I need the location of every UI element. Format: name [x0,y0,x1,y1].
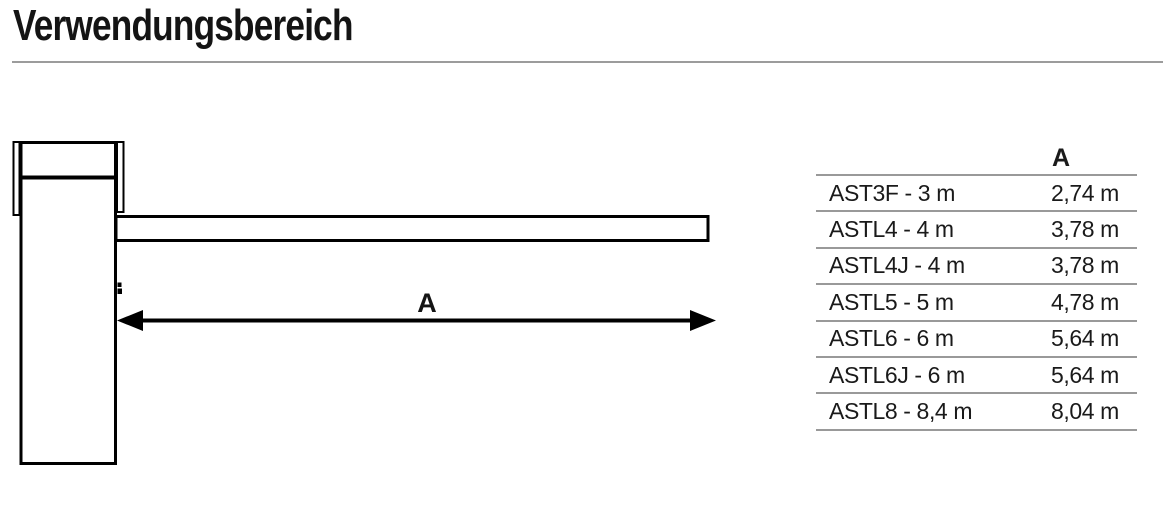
barrier-post-right-flange [116,141,125,213]
value-cell: 2,74 m [1051,179,1119,206]
model-cell: ASTL6J - 6 m [829,361,965,388]
model-cell: ASTL8 - 8,4 m [829,398,973,425]
spec-table-header: A [816,143,1137,174]
barrier-boom-arm [114,215,710,242]
dimension-arrow-left-head [117,310,143,331]
spec-table-rows: AST3F - 3 m 2,74 m ASTL4 - 4 m 3,78 m AS… [816,174,1137,431]
title-divider [12,61,1163,63]
model-cell: ASTL4 - 4 m [829,216,954,243]
table-row: ASTL6 - 6 m 5,64 m [816,319,1137,356]
value-cell: 4,78 m [1051,288,1119,315]
clipped-glyph-fragment [117,282,122,294]
table-row: ASTL4J - 4 m 3,78 m [816,246,1137,283]
value-cell: 3,78 m [1051,252,1119,279]
value-cell: 5,64 m [1051,361,1119,388]
table-row: AST3F - 3 m 2,74 m [816,174,1137,210]
model-cell: AST3F - 3 m [829,179,955,206]
diagram-dimension-label: A [417,288,437,318]
value-cell: 8,04 m [1051,398,1119,425]
dimension-arrow [117,310,716,331]
table-row: ASTL5 - 5 m 4,78 m [816,283,1137,319]
page-title: Verwendungsbereich [13,1,353,50]
barrier-post-body [19,141,117,465]
table-row: ASTL4 - 4 m 3,78 m [816,210,1137,246]
barrier-post-left-flange [12,141,21,216]
model-cell: ASTL5 - 5 m [829,288,954,315]
dimension-arrow-right-head [690,310,716,331]
value-cell: 5,64 m [1051,325,1119,352]
model-cell: ASTL6 - 6 m [829,325,954,352]
model-cell: ASTL4J - 4 m [829,252,965,279]
table-row: ASTL8 - 8,4 m 8,04 m [816,392,1137,428]
value-column-header: A [1052,144,1071,172]
value-cell: 3,78 m [1051,216,1119,243]
spec-table: A AST3F - 3 m 2,74 m ASTL4 - 4 m 3,78 m … [816,143,1137,431]
table-row: ASTL6J - 6 m 5,64 m [816,355,1137,392]
